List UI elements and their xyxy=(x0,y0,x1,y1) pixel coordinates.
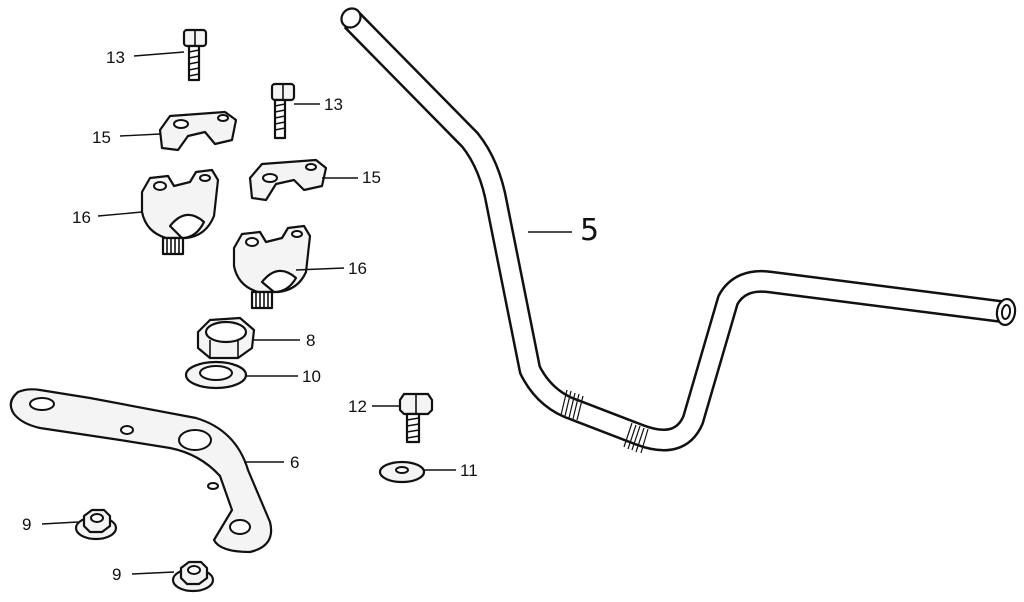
lower-holder-16-b xyxy=(232,224,312,310)
callout-13-b: 13 xyxy=(324,95,343,114)
upper-holder-15-a xyxy=(158,110,238,152)
flange-nut-9-a xyxy=(74,508,118,541)
washer-11 xyxy=(378,460,426,484)
knurl-right xyxy=(623,422,649,454)
knurl-left xyxy=(560,389,584,421)
upper-holder-15-b xyxy=(248,158,328,202)
callout-15-a: 15 xyxy=(92,128,111,147)
callout-16-b: 16 xyxy=(348,259,367,278)
washer-10 xyxy=(184,360,248,390)
callout-6: 6 xyxy=(290,453,299,472)
bolt-13-a xyxy=(182,28,208,82)
callout-9-b: 9 xyxy=(112,565,121,584)
callout-12: 12 xyxy=(348,397,367,416)
flange-nut-9-b xyxy=(171,560,215,593)
holder-plate-6 xyxy=(9,388,273,554)
callout-5: 5 xyxy=(580,213,599,248)
bolt-12 xyxy=(398,392,434,444)
nut-8 xyxy=(196,316,256,360)
lower-holder-16-a xyxy=(140,168,220,256)
callout-13-a: 13 xyxy=(106,48,125,67)
handlebar xyxy=(340,7,1017,454)
callout-10: 10 xyxy=(302,367,321,386)
callout-11: 11 xyxy=(460,461,478,480)
bolt-13-b xyxy=(270,82,296,140)
callout-16-a: 16 xyxy=(72,208,91,227)
callout-8: 8 xyxy=(306,331,315,350)
callout-15-b: 15 xyxy=(362,168,381,187)
callout-9-a: 9 xyxy=(22,515,31,534)
